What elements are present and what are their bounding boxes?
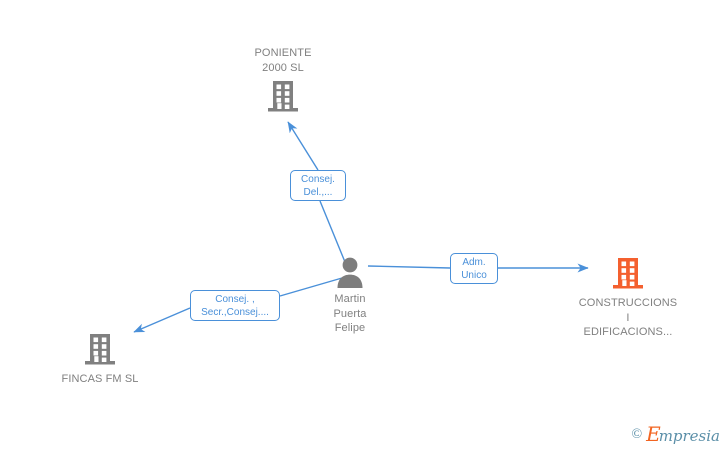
brand-initial: E bbox=[646, 422, 661, 446]
node-label-construccions: CONSTRUCCIONS I EDIFICACIONS... bbox=[578, 297, 678, 338]
edge-person-to-admunico bbox=[367, 265, 451, 269]
edge-person-to-consejdel bbox=[319, 200, 346, 263]
relationship-label-consej-del[interactable]: Consej. Del.,... bbox=[290, 170, 346, 201]
edge-consejsecr-to-fincas bbox=[133, 307, 191, 333]
node-fincas[interactable]: FINCAS FM SL bbox=[52, 332, 148, 387]
edge-consejdel-to-poniente bbox=[287, 121, 319, 171]
node-construccions[interactable]: CONSTRUCCIONS I EDIFICACIONS... bbox=[560, 256, 696, 340]
node-label-person: Martin Puerta Felipe bbox=[333, 293, 367, 334]
edge-person-to-consejsecr bbox=[279, 277, 343, 297]
relationship-label-adm-unico[interactable]: Adm. Unico bbox=[450, 253, 498, 284]
company-building-icon[interactable] bbox=[266, 79, 300, 115]
watermark-empresia: © E mpresia bbox=[631, 422, 720, 446]
person-icon[interactable] bbox=[335, 256, 365, 288]
company-building-icon[interactable] bbox=[611, 256, 645, 292]
copyright-symbol: © bbox=[631, 427, 643, 442]
relationship-label-consej-secr[interactable]: Consej. , Secr.,Consej.... bbox=[190, 290, 280, 321]
node-label-poniente: PONIENTE 2000 SL bbox=[254, 47, 312, 74]
node-poniente[interactable]: PONIENTE 2000 SL bbox=[240, 46, 326, 115]
node-person-martin-puerta-felipe[interactable]: Martin Puerta Felipe bbox=[318, 256, 382, 336]
node-label-fincas: FINCAS FM SL bbox=[61, 373, 139, 385]
company-building-icon[interactable] bbox=[83, 332, 117, 368]
brand-name: mpresia bbox=[658, 427, 720, 445]
